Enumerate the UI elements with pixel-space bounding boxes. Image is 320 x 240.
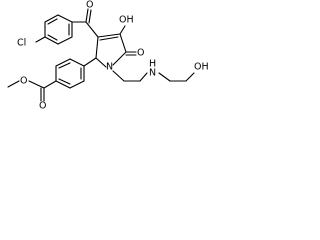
ketone-oxygen-label: O <box>86 0 93 11</box>
terminal-hydroxyl-label: OH <box>194 62 209 73</box>
ketone-c-o-double <box>88 9 92 24</box>
molecule-structure-diagram: Cl O OH O N O O H N OH <box>0 0 223 110</box>
nh-ch2-bond <box>158 72 171 82</box>
carbonyl-ring-bond <box>85 21 99 38</box>
ring-aryl-bond <box>83 57 97 67</box>
aryl-ester-bond <box>43 80 57 89</box>
amine-hydrogen-label: H <box>149 59 156 70</box>
c-oh-bond <box>119 25 126 35</box>
ch2-oh-bond <box>185 72 195 82</box>
ch2-nh-bond <box>139 72 148 82</box>
n-ch2-bond <box>112 70 125 82</box>
ester-carbonyl-oxygen-label: O <box>39 101 46 111</box>
ester-methoxy-oxygen-label: O <box>20 76 27 87</box>
ketone-c-o-bond <box>85 8 89 23</box>
chlorophenyl-ring <box>44 14 73 45</box>
ester-c-ome-bond <box>28 80 45 89</box>
pyrrolone-ring <box>95 33 127 68</box>
hydroxyl-label: OH <box>119 15 134 26</box>
lactam-oxygen-label: O <box>137 48 144 59</box>
methyl-bond <box>7 80 20 88</box>
molecule-svg: Cl O OH O N O O H N OH <box>7 0 209 111</box>
amine-nitrogen-label: N <box>149 68 156 79</box>
c-cl-bond <box>35 36 46 43</box>
chlorine-label: Cl <box>17 38 26 49</box>
ring-nitrogen-label: N <box>106 62 113 73</box>
benzoate-ring <box>55 58 85 89</box>
